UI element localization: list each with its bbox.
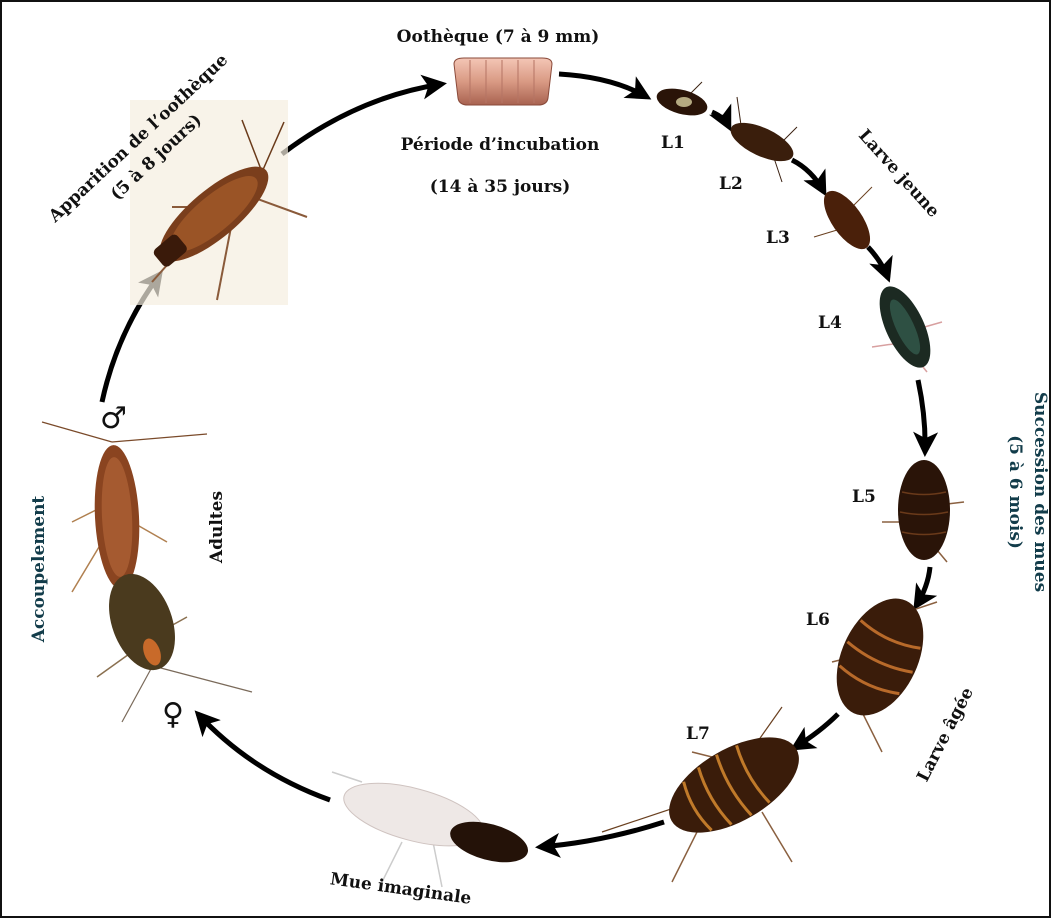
label-accouplement: Accoupelement xyxy=(29,496,49,644)
male-symbol: ♂ xyxy=(100,401,127,436)
arrow-l5-to-l6 xyxy=(916,567,930,606)
nymph-l1-image xyxy=(654,82,710,120)
female-symbol: ♀ xyxy=(162,697,184,732)
label-incubation-period: Période d’incubation xyxy=(401,135,600,155)
label-adultes: Adultes xyxy=(207,491,227,564)
label-ootheque: Oothèque (7 à 9 mm) xyxy=(397,27,600,47)
arrow-l6-to-l7 xyxy=(794,714,838,748)
arrow-l7-to-imaginal xyxy=(540,822,664,847)
nymph-l6-image xyxy=(819,585,940,752)
label-l6: L6 xyxy=(806,610,830,630)
nymph-l5-image xyxy=(882,460,964,562)
label-mue-imaginale: Mue imaginale xyxy=(329,869,473,909)
label-l2: L2 xyxy=(719,174,743,194)
label-larve-jeune: Larve jeune xyxy=(854,126,943,222)
label-l4: L4 xyxy=(818,313,842,333)
imaginal-molt-image xyxy=(332,771,536,887)
adults-mating-image xyxy=(42,422,252,722)
label-larve-agee: Larve âgée xyxy=(913,684,978,785)
label-l3: L3 xyxy=(766,228,790,248)
arrow-ootheque-to-l1 xyxy=(559,74,647,97)
nymph-l2-image xyxy=(725,97,798,182)
label-l1: L1 xyxy=(661,133,685,153)
nymph-l3-image xyxy=(814,184,879,257)
arrow-l3-to-l4 xyxy=(868,247,888,278)
nymph-l4-image xyxy=(869,279,942,375)
label-l7: L7 xyxy=(686,724,710,744)
arrow-l1-to-l2 xyxy=(712,112,729,127)
label-succession-line2: (5 à 6 mois) xyxy=(1005,435,1025,549)
arrow-l2-to-l3 xyxy=(792,160,824,192)
label-succession-line1: Succession des mues xyxy=(1030,392,1050,592)
label-l5: L5 xyxy=(852,487,876,507)
ootheque-image xyxy=(454,58,552,105)
label-incubation-days: (14 à 35 jours) xyxy=(430,177,571,197)
arrow-imaginal-to-adults xyxy=(198,714,330,800)
arrow-l4-to-l5 xyxy=(918,380,925,452)
